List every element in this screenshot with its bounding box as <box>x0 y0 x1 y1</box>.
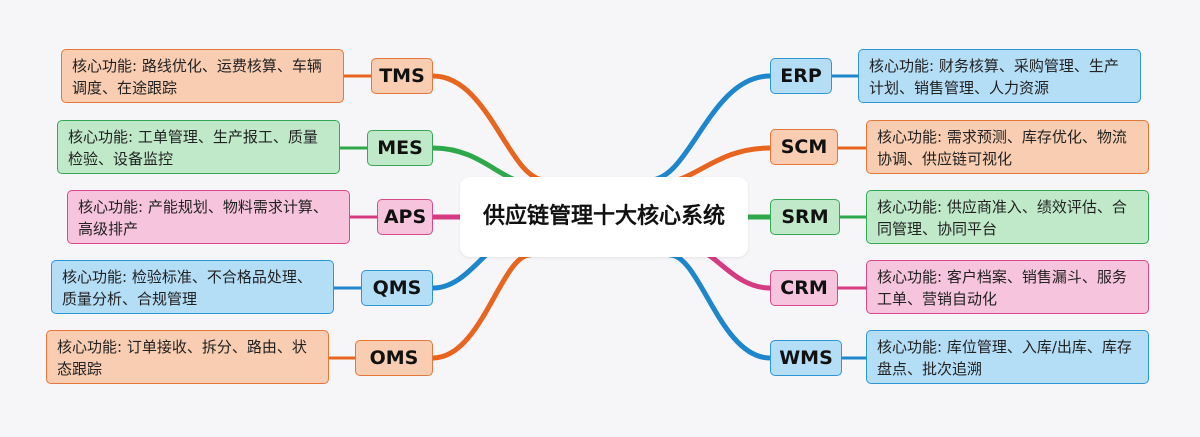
srm-description: 核心功能: 供应商准入、绩效评估、合同管理、协同平台 <box>866 190 1149 244</box>
aps-node[interactable]: APS <box>377 199 433 235</box>
crm-node[interactable]: CRM <box>770 270 838 306</box>
oms-node[interactable]: OMS <box>355 340 433 376</box>
scm-description: 核心功能: 需求预测、库存优化、物流协调、供应链可视化 <box>866 120 1149 174</box>
central-topic[interactable]: 供应链管理十大核心系统 <box>460 177 748 257</box>
erp-description: 核心功能: 财务核算、采购管理、生产计划、销售管理、人力资源 <box>858 49 1141 103</box>
aps-description: 核心功能: 产能规划、物料需求计算、高级排产 <box>67 190 350 244</box>
oms-branch-line <box>430 252 533 361</box>
srm-node[interactable]: SRM <box>770 199 840 235</box>
scm-node[interactable]: SCM <box>770 129 838 165</box>
erp-branch-line <box>647 73 773 183</box>
tms-branch-line <box>430 73 548 183</box>
qms-node[interactable]: QMS <box>361 270 433 306</box>
crm-branch-line <box>697 249 773 291</box>
qms-description: 核心功能: 检验标准、不合格品处理、质量分析、合规管理 <box>51 260 334 314</box>
oms-description: 核心功能: 订单接收、拆分、路由、状态跟踪 <box>46 330 329 384</box>
wms-branch-line <box>667 252 773 361</box>
crm-description: 核心功能: 客户档案、销售漏斗、服务工单、营销自动化 <box>866 260 1149 314</box>
mes-node[interactable]: MES <box>367 130 433 166</box>
mes-description: 核心功能: 工单管理、生产报工、质量检验、设备监控 <box>57 120 340 174</box>
tms-node[interactable]: TMS <box>371 58 433 94</box>
erp-node[interactable]: ERP <box>770 58 832 94</box>
tms-description: 核心功能: 路线优化、运费核算、车辆调度、在途跟踪 <box>61 49 344 103</box>
wms-description: 核心功能: 库位管理、入库/出库、库存盘点、批次追溯 <box>866 330 1149 384</box>
central-topic-title: 供应链管理十大核心系统 <box>482 204 725 229</box>
wms-node[interactable]: WMS <box>770 340 842 376</box>
